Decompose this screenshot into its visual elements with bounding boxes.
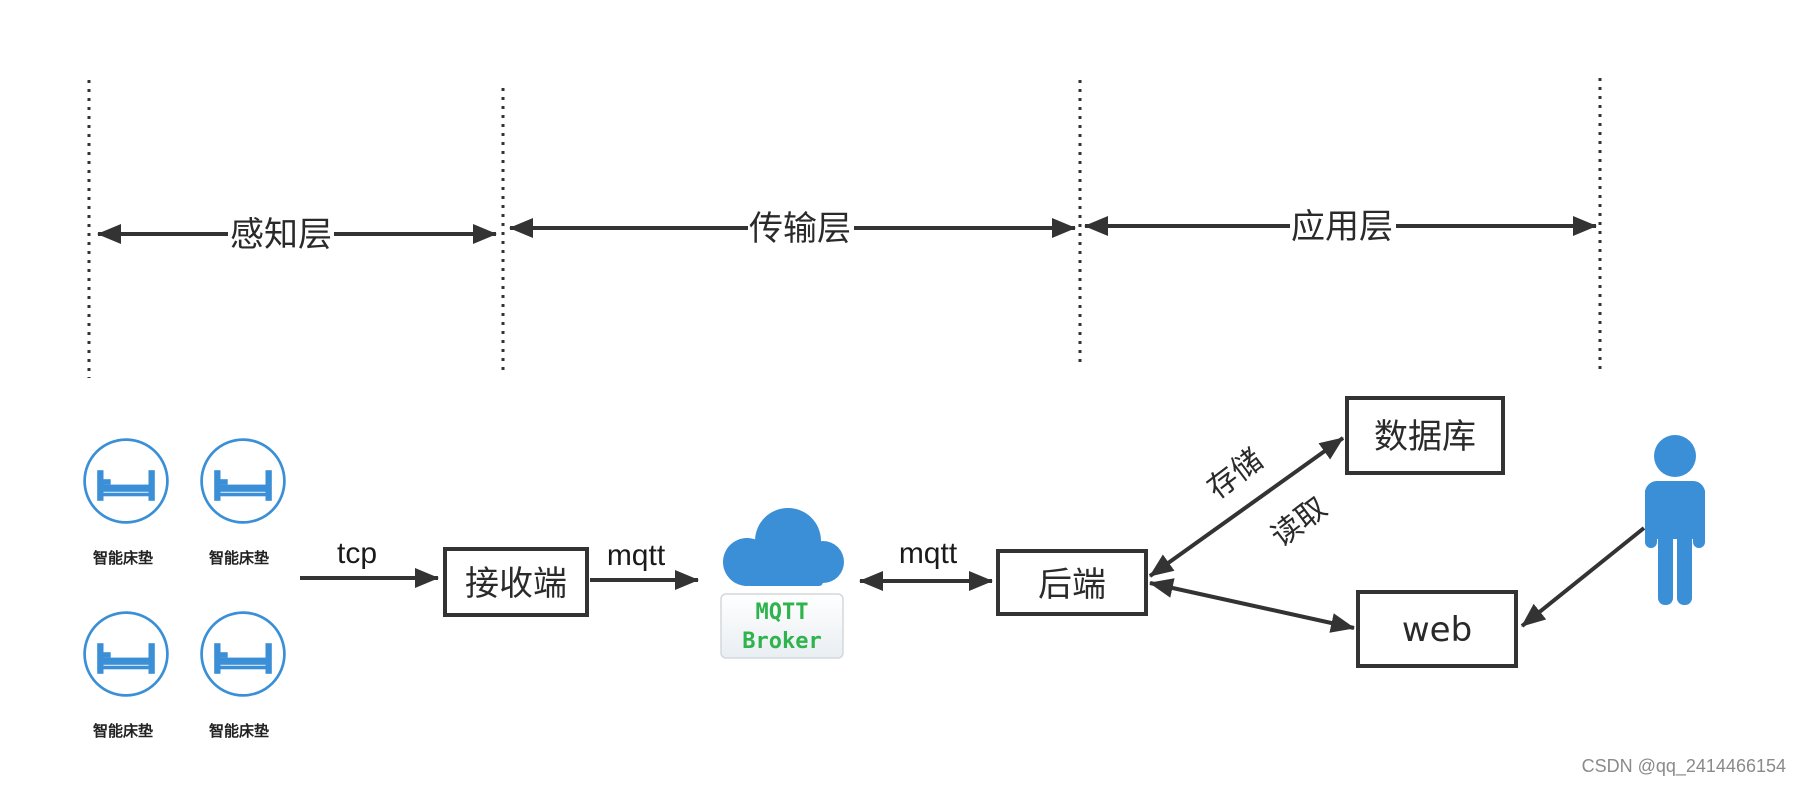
broker-subtitle: Broker xyxy=(742,629,821,654)
device-label: 智能床垫 xyxy=(93,722,153,740)
mqtt-broker: MQTT Broker xyxy=(720,508,844,659)
edge-label: mqtt xyxy=(899,537,958,570)
layer-label: 应用层 xyxy=(1291,207,1393,247)
device-mattress: 智能床垫 xyxy=(83,438,169,567)
device-mattress: 智能床垫 xyxy=(83,611,169,740)
database-box: 数据库 xyxy=(1345,396,1505,475)
bed-icon xyxy=(200,438,286,524)
edge-backend-web xyxy=(1149,578,1355,633)
bed-icon xyxy=(83,438,169,524)
layer-dividers xyxy=(87,78,1602,378)
receiver-box: 接收端 xyxy=(443,547,589,617)
bed-icon xyxy=(200,611,286,697)
web-box: web xyxy=(1356,590,1518,668)
box-label: 后端 xyxy=(1038,565,1106,605)
edge-tcp: tcp xyxy=(300,537,439,588)
device-mattress: 智能床垫 xyxy=(200,611,286,740)
device-label: 智能床垫 xyxy=(209,722,269,740)
edge-label: mqtt xyxy=(607,539,666,572)
edge-mqtt-out: mqtt xyxy=(859,537,993,591)
layer-label: 传输层 xyxy=(749,209,851,249)
device-label: 智能床垫 xyxy=(209,549,269,567)
edge-label: 读取 xyxy=(1265,490,1334,554)
layer-transport: 传输层 xyxy=(509,206,1076,250)
box-label: web xyxy=(1402,610,1472,650)
edge-store-read: 存储 读取 xyxy=(1148,436,1345,578)
edge-arrow xyxy=(1148,436,1345,578)
layer-label: 感知层 xyxy=(230,215,332,255)
box-label: 数据库 xyxy=(1374,417,1476,457)
watermark: CSDN @qq_2414466154 xyxy=(1582,756,1786,777)
edge-arrow xyxy=(1520,526,1646,628)
device-mattress: 智能床垫 xyxy=(200,438,286,567)
user-icon xyxy=(1645,435,1705,605)
edge-label: tcp xyxy=(337,537,377,570)
box-label: 接收端 xyxy=(465,564,567,604)
layer-application: 应用层 xyxy=(1084,204,1597,248)
device-label: 智能床垫 xyxy=(93,549,153,567)
layer-perception: 感知层 xyxy=(97,212,497,256)
cloud-icon xyxy=(723,508,844,586)
bed-icon xyxy=(83,611,169,697)
device-group: 智能床垫 智能床垫 智能床垫 智能床垫 xyxy=(83,438,286,740)
broker-name: MQTT xyxy=(756,600,809,625)
edge-mqtt-in: mqtt xyxy=(590,539,699,590)
backend-box: 后端 xyxy=(996,549,1148,616)
edge-user-web xyxy=(1520,526,1646,628)
edge-arrow xyxy=(1149,578,1355,633)
